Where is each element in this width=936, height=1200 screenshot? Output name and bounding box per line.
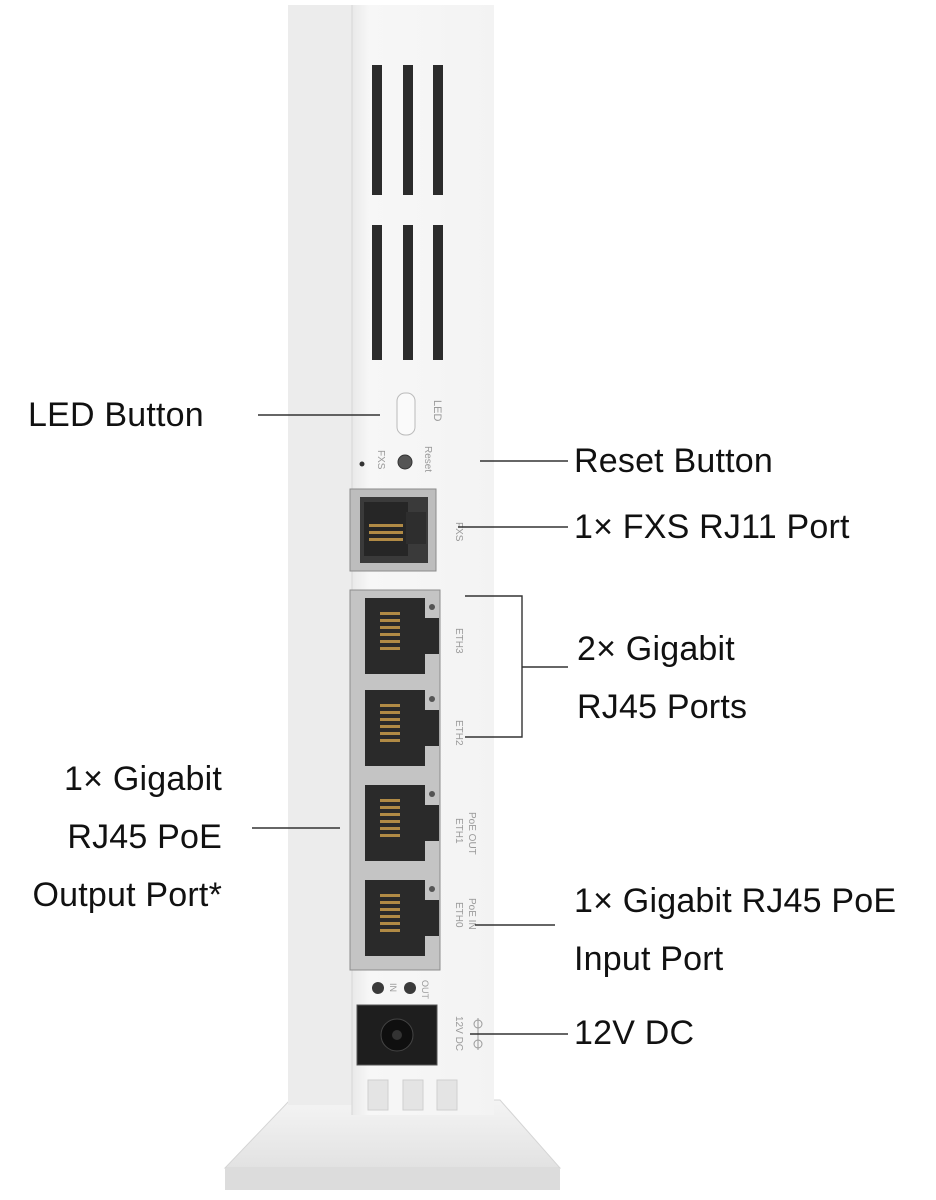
callout-lines bbox=[252, 414, 568, 1035]
in-led bbox=[372, 982, 384, 994]
dc-power-jack[interactable] bbox=[356, 1004, 438, 1066]
poe-output-label: 1× Gigabit RJ45 PoE Output Port* bbox=[33, 750, 223, 924]
led-button[interactable] bbox=[396, 392, 416, 436]
rj45-ports-label-line1: 2× Gigabit bbox=[577, 630, 735, 668]
eth3-port[interactable] bbox=[365, 598, 439, 674]
dc-marking: 12V DC bbox=[453, 1016, 464, 1051]
rj45-ports-label-line2: RJ45 Ports bbox=[577, 688, 748, 726]
poe-input-label: 1× Gigabit RJ45 PoE Input Port bbox=[574, 872, 896, 988]
eth2-port[interactable] bbox=[365, 690, 439, 766]
reset-button-label: Reset Button bbox=[574, 442, 773, 480]
eth0-marking: ETH0 bbox=[453, 902, 464, 928]
poe-input-label-line1: 1× Gigabit RJ45 PoE bbox=[574, 882, 897, 920]
eth1-marking: ETH1 bbox=[453, 818, 464, 844]
eth1-sub-marking: PoE OUT bbox=[466, 812, 477, 855]
poe-output-label-line3: Output Port* bbox=[32, 876, 222, 914]
fxs-port-marking: FXS bbox=[453, 522, 464, 542]
led-button-label: LED Button bbox=[28, 396, 204, 434]
eth1-port[interactable] bbox=[365, 785, 439, 861]
bottom-vents bbox=[367, 1079, 458, 1111]
vent-slots bbox=[372, 65, 443, 360]
rj45-ports-label: 2× Gigabit RJ45 Ports bbox=[577, 620, 747, 736]
reset-marking: Reset bbox=[422, 446, 433, 472]
fxs-rj11-port[interactable] bbox=[349, 488, 437, 572]
out-marking: OUT bbox=[420, 980, 430, 1000]
eth2-marking: ETH2 bbox=[453, 720, 464, 746]
out-led bbox=[404, 982, 416, 994]
fxs-marking: FXS bbox=[375, 450, 386, 470]
fxs-indicator bbox=[359, 461, 365, 467]
poe-input-label-line2: Input Port bbox=[574, 940, 724, 978]
stand bbox=[223, 1099, 562, 1190]
dc-label: 12V DC bbox=[574, 1014, 695, 1052]
eth0-port[interactable] bbox=[365, 880, 439, 956]
led-marking: LED bbox=[431, 400, 443, 421]
reset-button[interactable] bbox=[397, 454, 413, 470]
poe-output-label-line2: RJ45 PoE bbox=[67, 818, 222, 856]
fxs-port-label: 1× FXS RJ11 Port bbox=[574, 508, 850, 546]
in-marking: IN bbox=[388, 983, 398, 992]
eth3-marking: ETH3 bbox=[453, 628, 464, 654]
poe-output-label-line1: 1× Gigabit bbox=[64, 760, 222, 798]
eth0-sub-marking: PoE IN bbox=[466, 898, 477, 930]
